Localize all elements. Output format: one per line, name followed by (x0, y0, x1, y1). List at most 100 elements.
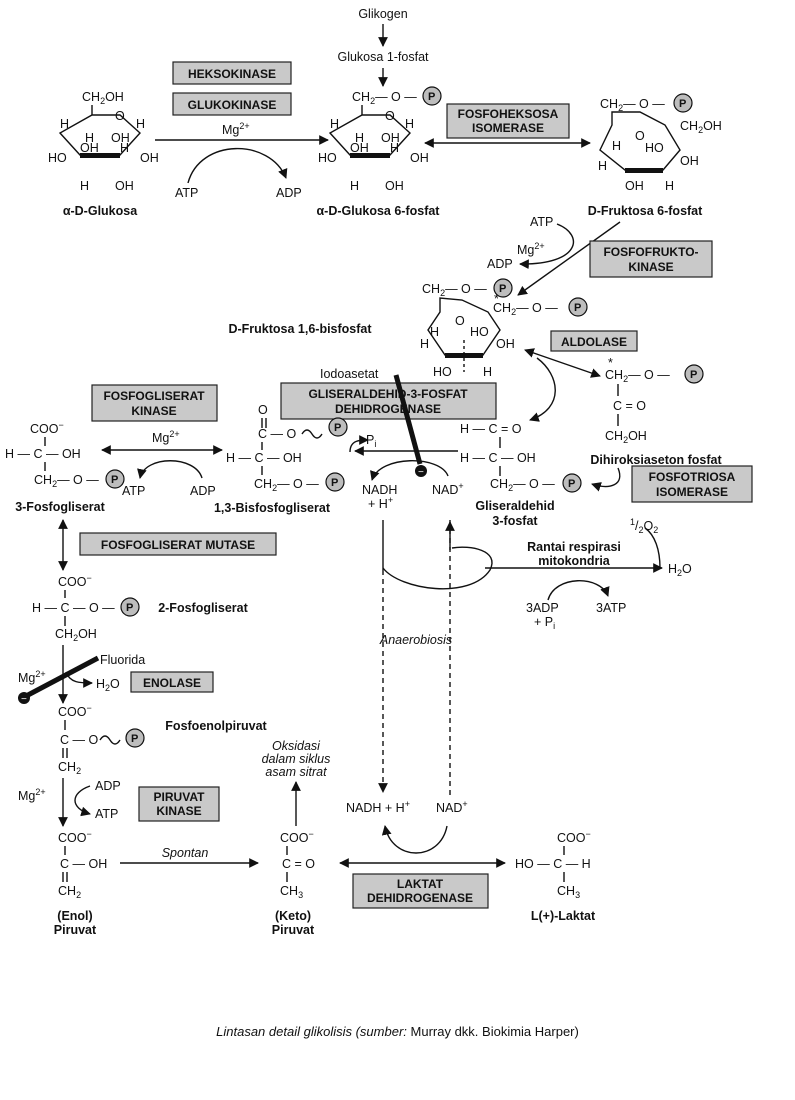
svg-text:CH2OH: CH2OH (605, 429, 647, 445)
svg-text:COO−: COO− (30, 420, 64, 436)
svg-text:OH: OH (111, 131, 130, 145)
pi-3x: + Pi (534, 615, 555, 631)
svg-text:O: O (455, 314, 465, 328)
fosfotriosa-box (631, 465, 753, 503)
svg-text:OH: OH (350, 141, 369, 155)
svg-text:P: P (331, 477, 338, 489)
mutase-box (79, 532, 277, 556)
svg-text:CH2— O —: CH2— O — (352, 90, 417, 106)
svg-text:P: P (126, 602, 133, 614)
fosfogliserat-kinase-label-1: FOSFOGLISERAT (103, 389, 205, 403)
dhap-label: Dihiroksiaseton fosfat (590, 453, 722, 467)
svg-text:C — O: C — O (258, 427, 296, 441)
nadh-1: NADH (362, 483, 397, 497)
svg-text:O: O (385, 109, 395, 123)
laktat-dh-label-2: DEHIDROGENASE (367, 891, 473, 905)
svg-text:CH2— O —: CH2— O — (490, 477, 555, 493)
mutase-label: FOSFOGLISERAT MUTASE (101, 538, 255, 552)
bpg-label: 1,3-Bisfosfogliserat (214, 501, 331, 515)
piruvat-kinase-label-1: PIRUVAT (154, 790, 206, 804)
svg-text:COO−: COO− (280, 829, 314, 845)
hplus-1: + H+ (368, 495, 393, 511)
nadh-nad-curve-1 (370, 460, 449, 481)
svg-text:P: P (568, 478, 575, 490)
fosfofrukto-arrow (517, 221, 621, 296)
gapdh-label-2: DEHIDROGENASE (335, 402, 441, 416)
svg-text:CH2— O —: CH2— O — (600, 97, 665, 113)
nadh-h-2: NADH + H+ (346, 799, 410, 815)
svg-text:P: P (111, 474, 118, 486)
svg-text:COO−: COO− (58, 573, 92, 589)
adp-3x: 3ADP (526, 601, 559, 615)
fosfogliserat-kinase-label-2: KINASE (131, 404, 176, 418)
svg-text:HO: HO (48, 151, 67, 165)
mg-label-1: Mg2+ (222, 121, 250, 137)
fluorida-inhibitor-bar (26, 655, 100, 698)
svg-text:OH: OH (625, 179, 644, 193)
svg-text:OH: OH (410, 151, 429, 165)
caption: Lintasan detail glikolisis (sumber: Murr… (0, 1024, 795, 1039)
enolase-label: ENOLASE (143, 676, 201, 690)
svg-text:HO: HO (433, 365, 452, 379)
svg-text:H — C — OH: H — C — OH (226, 451, 302, 465)
svg-text:−: − (418, 467, 424, 478)
mito-loop (382, 546, 493, 590)
iodoasetat-inhibitor-bar (393, 374, 423, 465)
g6p-structure: CH2— O — P O H H H OH HO OH H OH H OH (318, 86, 442, 193)
gapdh-label-1: GLISERALDEHID-3-FOSFAT (308, 387, 468, 401)
svg-text:H — C — OH: H — C — OH (5, 447, 81, 461)
g6p-label: α-D-Glukosa 6-fosfat (317, 204, 441, 218)
oksidasi-label-1: Oksidasi (272, 739, 321, 753)
svg-text:−: − (21, 694, 27, 705)
rantai-label-1: Rantai respirasi (527, 540, 621, 554)
enol-piruvat-structure: COO− C — OH CH2 (58, 829, 107, 900)
pi-label-1: Pi (366, 433, 376, 449)
mg-label-4: Mg2+ (18, 669, 46, 685)
svg-text:CH3: CH3 (557, 884, 580, 900)
keto-label-2: Piruvat (272, 923, 315, 937)
laktat-label: L(+)-Laktat (531, 909, 596, 923)
svg-text:C — OH: C — OH (60, 857, 107, 871)
svg-text:H — C = O: H — C = O (460, 422, 522, 436)
svg-text:P: P (428, 91, 435, 103)
f16bp-structure: CH2— O — P * CH2— O — P O H HO H OH HO H (420, 278, 588, 379)
glikogen-label: Glikogen (358, 7, 407, 21)
svg-text:CH2— O —: CH2— O — (493, 301, 558, 317)
atp-3: ATP (122, 484, 145, 498)
svg-text:CH2— O —: CH2— O — (422, 282, 487, 298)
svg-text:C = O: C = O (282, 857, 315, 871)
inhibitor-icon-2 (18, 692, 30, 704)
svg-text:OH: OH (115, 179, 134, 193)
svg-text:CH2— O —: CH2— O — (605, 368, 670, 384)
nad-2: NAD+ (436, 799, 468, 815)
svg-text:CH3: CH3 (280, 884, 303, 900)
svg-text:H: H (390, 141, 399, 155)
atp-adp-curve-3 (137, 460, 203, 479)
fosfoheksosa-label-1: FOSFOHEKSOSA (458, 107, 559, 121)
atp-adp-curve-1 (187, 147, 288, 184)
oksidasi-label-3: asam sitrat (265, 765, 327, 779)
atp-3x: 3ATP (596, 601, 626, 615)
svg-text:H: H (665, 179, 674, 193)
adp-3: ADP (190, 484, 216, 498)
svg-text:H — C — O —: H — C — O — (32, 601, 115, 615)
svg-text:P: P (574, 302, 581, 314)
atp-adp-curve-2 (519, 223, 575, 270)
laktat-dh-box (352, 873, 489, 909)
svg-text:P: P (131, 733, 138, 745)
heksokinase-box (172, 61, 292, 85)
aldolase-label: ALDOLASE (561, 335, 627, 349)
o2-curve (644, 527, 661, 569)
svg-text:*: * (494, 292, 499, 306)
glukosa-structure: CH2OH O H H H OH HO OH H OH H OH (48, 90, 159, 193)
svg-text:H: H (120, 141, 129, 155)
svg-text:HO: HO (470, 325, 489, 339)
svg-text:H: H (330, 117, 339, 131)
enol-label-1: (Enol) (57, 909, 92, 923)
h2o-arrow-1 (65, 671, 93, 688)
svg-text:O: O (115, 109, 125, 123)
svg-text:COO−: COO− (557, 829, 591, 845)
adp-2: ADP (487, 257, 513, 271)
svg-text:OH: OH (385, 179, 404, 193)
mg-label-3: Mg2+ (152, 429, 180, 445)
